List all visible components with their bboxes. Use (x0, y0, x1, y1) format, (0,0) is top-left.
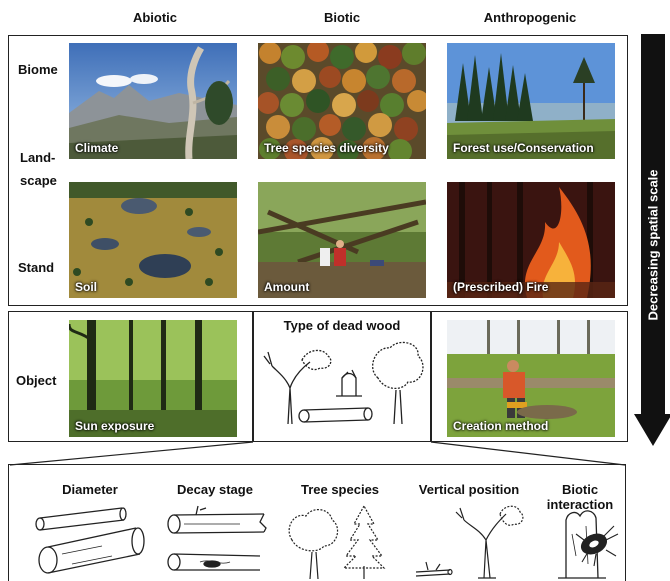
caption-forest-use: Forest use/Conservation (453, 141, 594, 155)
row-label-stand: Stand (18, 260, 55, 275)
decreasing-scale-arrow (634, 34, 670, 446)
soil-photo: Soil (69, 182, 237, 298)
creation-method-photo: Creation method (447, 320, 615, 437)
climate-photo: Climate (69, 43, 237, 159)
sun-exposure-photo: Sun exposure (69, 320, 237, 437)
caption-sun-exposure: Sun exposure (75, 419, 155, 433)
dead-wood-attributes-panel (8, 464, 626, 581)
biotic-interaction-drawing (558, 510, 619, 579)
forest-use-photo: Forest use/Conservation (447, 43, 615, 159)
caption-soil: Soil (75, 280, 98, 294)
object-box-left (8, 311, 253, 442)
tree-species-drawing (288, 504, 386, 579)
caption-creation-method: Creation method (453, 419, 549, 433)
attribute-diameter: Diameter (62, 482, 118, 497)
upper-scale-box (8, 35, 628, 306)
connector-lines (9, 441, 626, 466)
attribute-biotic-interaction: Biotic interaction (546, 482, 614, 512)
caption-tree-species-diversity: Tree species diversity (264, 141, 389, 155)
column-header-anthropogenic: Anthropogenic (483, 10, 577, 25)
amount-photo: Amount (258, 182, 426, 298)
caption-fire: (Prescribed) Fire (453, 280, 549, 294)
vertical-position-drawing (415, 505, 524, 579)
object-box-right (431, 311, 628, 442)
caption-amount: Amount (264, 280, 310, 294)
type-of-dead-wood-title: Type of dead wood (283, 318, 401, 333)
diameter-drawing (35, 507, 145, 574)
row-label-landscape-2: scape (20, 173, 57, 188)
tree-species-diversity-photo: Tree species diversity (258, 43, 426, 159)
attribute-decay-stage: Decay stage (177, 482, 253, 497)
object-box-center (253, 311, 431, 442)
row-label-object: Object (16, 373, 57, 388)
dead-wood-types-drawing (263, 341, 424, 425)
caption-climate: Climate (75, 141, 119, 155)
fire-photo: (Prescribed) Fire (447, 182, 615, 298)
column-header-biotic: Biotic (323, 10, 361, 25)
attribute-vertical-position: Vertical position (418, 482, 520, 497)
row-label-biome: Biome (18, 62, 58, 77)
decay-stage-drawing (167, 505, 267, 571)
row-label-landscape-1: Land- (20, 150, 56, 165)
decreasing-spatial-scale-label: Decreasing spatial scale (645, 169, 661, 321)
column-header-abiotic: Abiotic (132, 10, 178, 25)
attribute-tree-species: Tree species (300, 482, 380, 497)
